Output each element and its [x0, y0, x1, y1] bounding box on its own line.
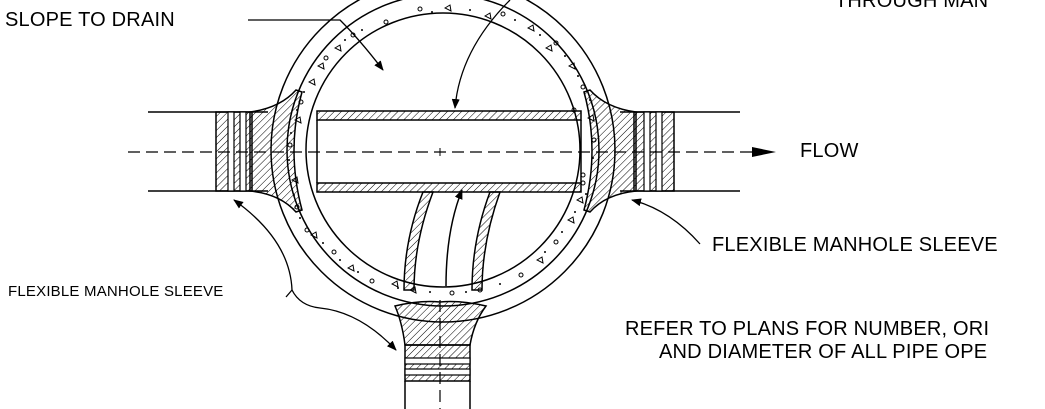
- right-sleeve-hatch: [583, 89, 637, 213]
- concrete-aggregate: [287, 4, 597, 296]
- flexible-sleeve-right-label: FLEXIBLE MANHOLE SLEEVE: [712, 234, 998, 256]
- refer-to-plans-line2: AND DIAMETER OF ALL PIPE OPE: [659, 341, 988, 363]
- channel-leader: [451, 0, 511, 109]
- lateral-channel-left-wall: [403, 191, 435, 291]
- refer-to-plans-line1: REFER TO PLANS FOR NUMBER, ORI: [625, 318, 990, 340]
- base-ring-inner: [305, 12, 581, 288]
- flexible-sleeve-left-label: FLEXIBLE MANHOLE SLEEVE: [8, 283, 224, 300]
- left-sleeve-leader-lower: [291, 289, 397, 351]
- flow-label: FLOW: [800, 140, 859, 162]
- lateral-channel-right-wall: [471, 191, 502, 291]
- channel-bottom-wall: [316, 182, 582, 193]
- channel-top-wall: [316, 110, 582, 121]
- through-manhole-label: THROUGH MAN: [835, 0, 989, 12]
- base-ring-outer: [286, 0, 600, 307]
- left-sleeve-leader-upper: [233, 199, 293, 291]
- slope-leader: [248, 19, 384, 71]
- lateral-inner-arrow: [445, 189, 463, 287]
- flow-arrow: [752, 147, 776, 157]
- right-sleeve-leader: [631, 198, 701, 245]
- left-sleeve-hatch: [249, 89, 303, 213]
- slope-to-drain-label: SLOPE TO DRAIN: [5, 9, 175, 31]
- manhole-outer-wall: [270, 0, 616, 323]
